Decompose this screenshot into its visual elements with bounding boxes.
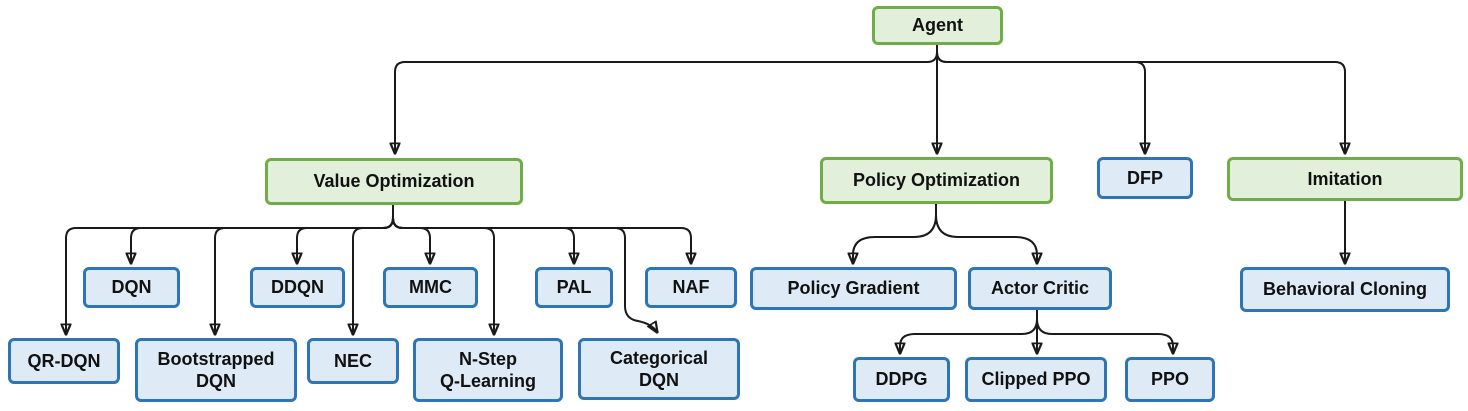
edge-agent-value-optimization <box>395 45 938 153</box>
node-imitation-label: Imitation <box>1307 168 1383 189</box>
node-value-optimization: Value Optimization <box>265 158 523 205</box>
node-clipped-ppo-label: Clipped PPO <box>981 369 1091 390</box>
node-agent: Agent <box>872 6 1003 45</box>
node-policy-optimization-label: Policy Optimization <box>852 170 1021 191</box>
edge-vo-pal <box>392 205 574 263</box>
node-policy-optimization: Policy Optimization <box>820 157 1053 204</box>
node-naf-label: NAF <box>672 277 710 298</box>
edge-vo-mmc <box>392 205 430 263</box>
node-behavioral-cloning: Behavioral Cloning <box>1240 267 1450 312</box>
edge-agent-imitation <box>936 45 1345 153</box>
node-categorical-dqn-label: Categorical DQN <box>609 347 709 391</box>
node-n-step-q-learning-label: N-Step Q-Learning <box>439 348 536 392</box>
node-nec-label: NEC <box>333 350 372 371</box>
node-agent-label: Agent <box>912 15 963 36</box>
node-policy-gradient: Policy Gradient <box>750 267 957 310</box>
node-actor-critic-label: Actor Critic <box>990 278 1089 299</box>
node-value-optimization-label: Value Optimization <box>313 171 475 192</box>
edge-ac-ddpg <box>900 310 1038 353</box>
node-ppo-label: PPO <box>1150 369 1189 390</box>
node-dfp-label: DFP <box>1127 167 1163 188</box>
node-qr-dqn: QR-DQN <box>8 338 120 384</box>
node-dqn: DQN <box>83 267 180 308</box>
node-behavioral-cloning-label: Behavioral Cloning <box>1262 279 1428 300</box>
node-n-step-q-learning: N-Step Q-Learning <box>413 338 563 402</box>
node-ddpg: DDPG <box>853 357 950 402</box>
node-qr-dqn-label: QR-DQN <box>27 350 101 371</box>
node-pal: PAL <box>535 267 613 308</box>
node-ppo: PPO <box>1125 357 1215 402</box>
node-policy-gradient-label: Policy Gradient <box>787 278 920 299</box>
node-naf: NAF <box>645 267 737 308</box>
node-mmc-label: MMC <box>409 277 452 298</box>
node-ddpg-label: DDPG <box>875 369 928 390</box>
node-bootstrapped-dqn: Bootstrapped DQN <box>135 338 297 402</box>
node-categorical-dqn: Categorical DQN <box>578 338 740 400</box>
node-dqn-label: DQN <box>111 277 152 298</box>
edge-vo-naf <box>392 205 691 263</box>
node-actor-critic: Actor Critic <box>968 267 1112 310</box>
edge-vo-nec <box>353 205 394 334</box>
node-bootstrapped-dqn-label: Bootstrapped DQN <box>157 348 275 392</box>
node-dfp: DFP <box>1097 157 1193 199</box>
node-ddqn: DDQN <box>250 267 345 308</box>
node-pal-label: PAL <box>556 277 592 298</box>
node-nec: NEC <box>307 338 399 384</box>
edge-ac-ppo <box>1036 310 1173 353</box>
edge-po-actor-critic <box>935 204 1037 263</box>
node-clipped-ppo: Clipped PPO <box>965 357 1107 402</box>
node-ddqn-label: DDQN <box>271 277 324 298</box>
node-imitation: Imitation <box>1227 157 1463 201</box>
node-mmc: MMC <box>383 267 478 308</box>
edge-vo-categorical-dqn <box>392 205 657 332</box>
edge-vo-ddqn <box>297 205 394 263</box>
edge-po-policy-gradient <box>853 204 937 263</box>
